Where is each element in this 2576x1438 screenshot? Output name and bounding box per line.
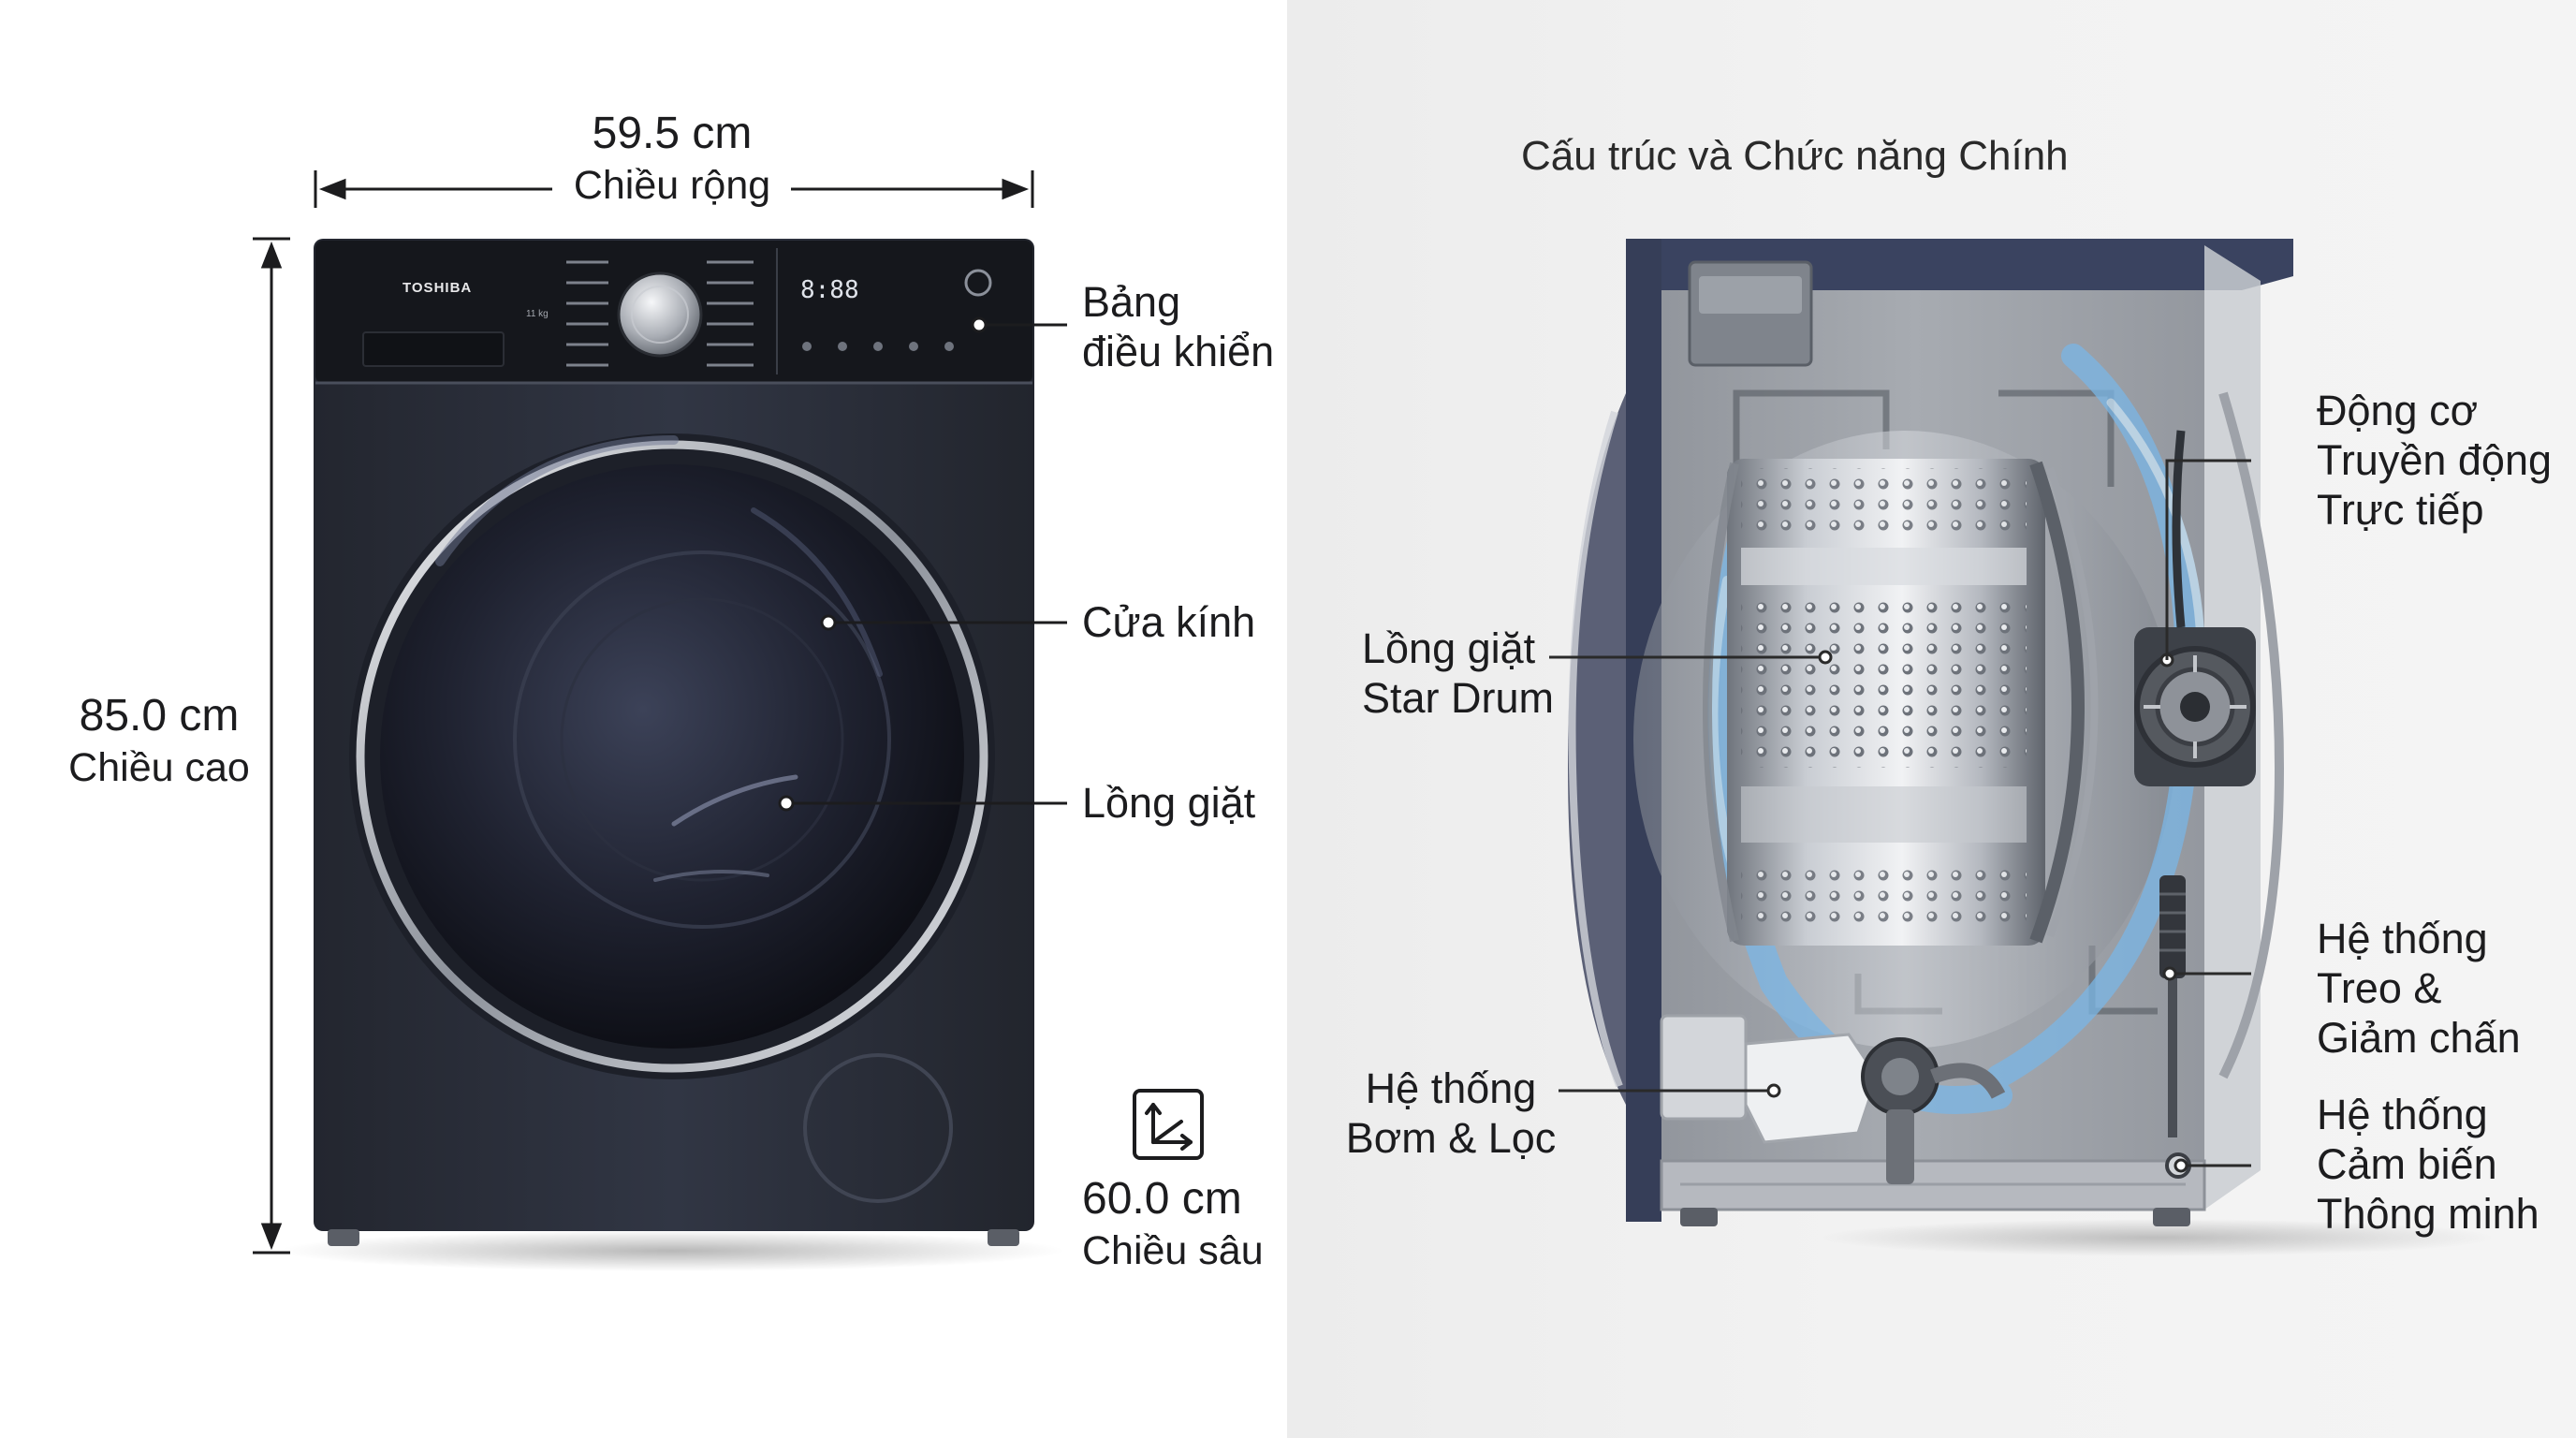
cutaway-illustration [1549,239,2495,1256]
washer-front [314,239,1034,1246]
callout-control-panel-line-1: Bảng [1082,278,1181,326]
pump-filter [1660,1014,2006,1184]
foot-right [988,1229,1019,1246]
depth-value: 60.0 cm [1082,1174,1242,1224]
callout-sensor-line-3: Thông minh [2317,1190,2539,1238]
callout-pump: Hệ thống Bơm & Lọc [1343,1064,1559,1163]
callout-sensor-line-2: Cảm biến [2317,1140,2497,1188]
star-drum [1703,459,2099,946]
height-value: 85.0 cm [79,691,240,741]
capacity-label: 11 kg [526,309,549,319]
width-dimension-line [314,170,1034,208]
depth-icon [1133,1089,1204,1160]
callout-suspension-line-1: Hệ thống [2317,915,2488,962]
callout-drum: Lồng giặt [1082,779,1256,827]
glass-door [380,464,964,1049]
front-callout-leaders [778,316,1067,812]
structure-view-panel: Cấu trúc và Chức năng Chính Động cơ Truy… [1287,0,2576,1438]
power-button [964,269,992,297]
callout-control-panel: Bảng điều khiển [1082,277,1274,376]
callout-star-drum: Lồng giặt Star Drum [1362,624,1554,723]
brand-logo: TOSHIBA [402,280,473,296]
floor-shadow [279,1230,1065,1271]
foot-left [328,1229,359,1246]
callout-motor: Động cơ Truyền động Trực tiếp [2317,386,2552,535]
width-value: 59.5 cm [592,109,753,158]
height-dimension-line [253,237,290,1255]
callout-suspension-line-2: Treo & [2317,964,2442,1012]
callout-pump-line-1: Hệ thống [1365,1064,1537,1112]
front-view-panel: TOSHIBA 11 kg 8:88 59.5 cm Chiều rộng 85… [0,0,1287,1438]
callout-glass-door: Cửa kính [1082,598,1256,646]
detergent-drawer [362,331,505,367]
depth-name: Chiều sâu [1082,1228,1264,1273]
callout-pump-line-2: Bơm & Lọc [1345,1114,1557,1162]
washer-cutaway [1568,239,2293,1226]
program-knob [617,271,703,358]
callout-star-drum-line-2: Star Drum [1362,674,1555,722]
callout-star-drum-line-1: Lồng giặt [1362,624,1536,672]
direct-drive-motor [2134,627,2256,786]
structure-callout-leaders [1549,459,2251,1173]
callout-suspension: Hệ thống Treo & Giảm chấn [2317,914,2521,1063]
callout-suspension-line-3: Giảm chấn [2317,1014,2521,1062]
filter-hatch [803,1053,953,1203]
callout-control-panel-line-2: điều khiển [1082,328,1275,375]
callout-motor-line-2: Truyền động [2317,436,2552,484]
digital-display: 8:88 [800,276,859,304]
height-name: Chiều cao [68,745,250,790]
callout-motor-line-1: Động cơ [2317,387,2479,434]
structure-title: Cấu trúc và Chức năng Chính [1521,133,2069,179]
suspension-damper [2159,875,2186,1137]
callout-motor-line-3: Trực tiếp [2317,486,2484,534]
callout-sensor-line-1: Hệ thống [2317,1091,2488,1138]
width-name: Chiều rộng [573,163,771,208]
front-view-illustration [253,170,1204,1271]
callout-sensor: Hệ thống Cảm biến Thông minh [2317,1090,2539,1239]
